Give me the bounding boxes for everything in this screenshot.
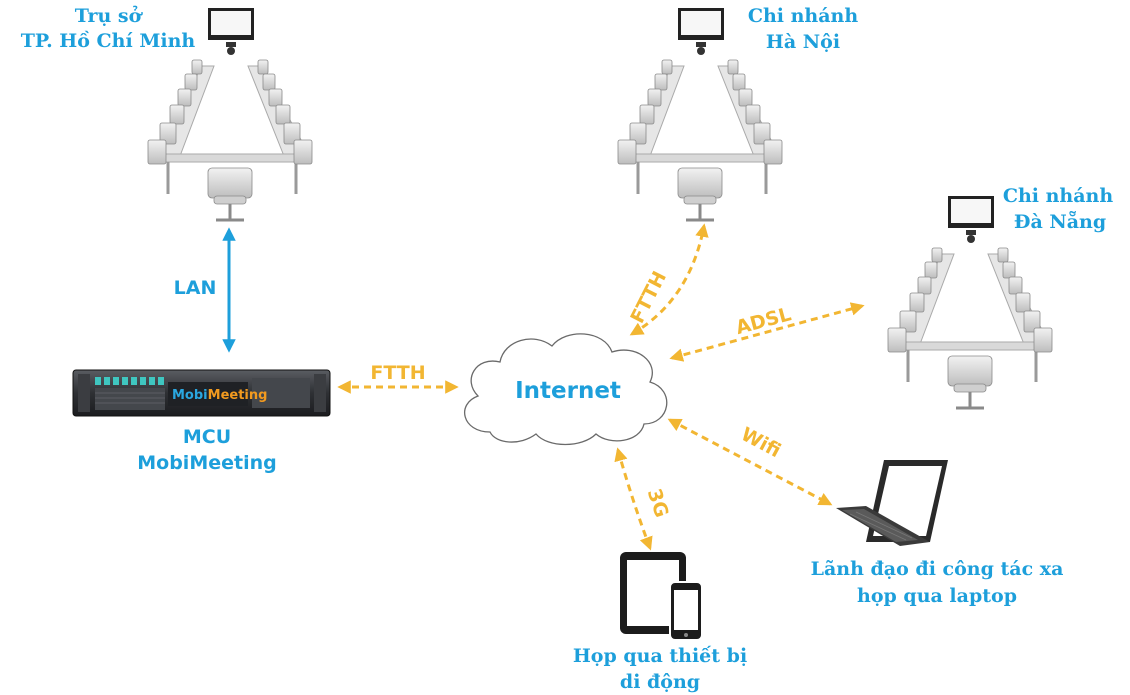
laptop-label-line2: họp qua laptop xyxy=(857,585,1017,607)
mcu-label-line1: MCU xyxy=(183,426,231,448)
mcu-label-line2: MobiMeeting xyxy=(137,452,276,474)
server-brand: MobiMeeting xyxy=(172,388,267,403)
server-icon: MobiMeeting xyxy=(72,369,331,417)
adsl-link xyxy=(669,302,865,362)
wifi-label: Wifi xyxy=(737,423,784,462)
adsl-label: ADSL xyxy=(733,303,793,339)
ftth-hanoi-link xyxy=(629,223,709,336)
hq-label-line2: TP. Hồ Chí Minh xyxy=(21,30,196,52)
ftth-mcu-label: FTTH xyxy=(370,362,425,384)
3g-label: 3G xyxy=(643,486,673,520)
mobile-label-line2: di động xyxy=(620,671,700,693)
mobile-devices-icon xyxy=(620,552,703,641)
danang-label-line2: Đà Nẵng xyxy=(1014,210,1106,233)
laptop-icon xyxy=(836,460,948,546)
laptop-label-line1: Lãnh đạo đi công tác xa xyxy=(811,558,1064,580)
mobile-label-line1: Họp qua thiết bị xyxy=(573,645,747,667)
room-hanoi-icon xyxy=(616,6,784,222)
3g-link xyxy=(614,447,653,551)
lan-label: LAN xyxy=(174,277,217,299)
internet-cloud-icon xyxy=(464,333,668,446)
wifi-link xyxy=(667,418,833,506)
ftth-hanoi-label: FTTH xyxy=(626,268,671,327)
hanoi-label-line1: Chi nhánh xyxy=(748,5,859,27)
danang-label-line1: Chi nhánh xyxy=(1003,185,1114,207)
hq-label-line1: Trụ sở xyxy=(75,5,144,27)
internet-label: Internet xyxy=(515,378,621,404)
hanoi-label-line2: Hà Nội xyxy=(766,31,840,53)
